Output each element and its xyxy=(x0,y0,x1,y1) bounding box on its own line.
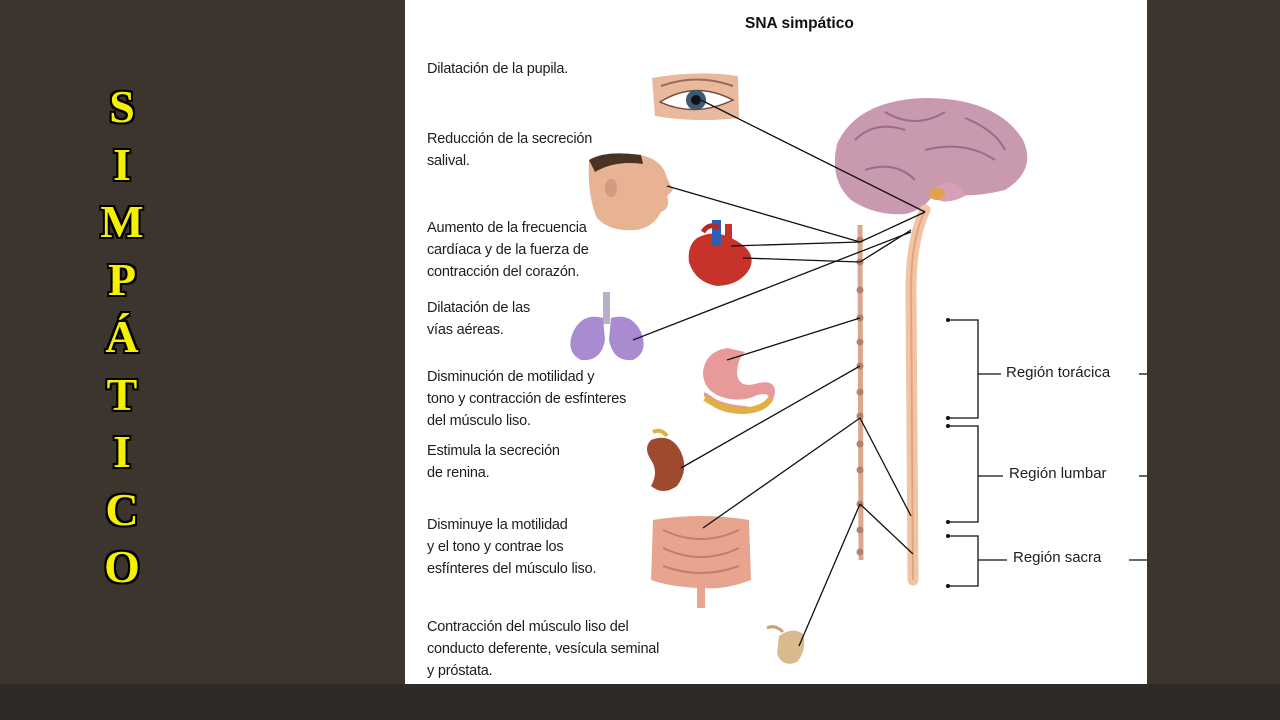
effect-label-heart: Aumento de la frecuencia cardíaca y de l… xyxy=(427,220,589,280)
ganglion-nodes xyxy=(856,236,864,556)
region-label-lumbar: Región lumbar xyxy=(1009,465,1107,482)
title-letter: S xyxy=(109,81,135,132)
title-letter: O xyxy=(104,541,140,592)
vertical-title: S I M P Á T I C O xyxy=(93,78,151,596)
intestine-icon xyxy=(651,516,751,608)
face-icon xyxy=(588,153,673,231)
region-label-sacral: Región sacra xyxy=(1013,549,1102,566)
region-brackets xyxy=(948,319,1147,587)
effect-label-pupil: Dilatación de la pupila. xyxy=(427,61,569,77)
diagram-title: SNA simpático xyxy=(745,15,854,32)
heart-icon xyxy=(688,220,752,286)
effect-label-saliva: Reducción de la secreción salival. xyxy=(427,131,593,169)
title-letter: I xyxy=(113,426,131,477)
effect-label-lungs: Dilatación de las vías aéreas. xyxy=(427,300,530,338)
effect-label-intestine: Disminuye la motilidad y el tono y contr… xyxy=(427,517,597,577)
title-letter: P xyxy=(107,253,137,305)
diagram-panel: SNA simpático Dilatación de la pupila. R… xyxy=(405,0,1147,684)
diagram-illustration xyxy=(570,73,1147,664)
title-letter: C xyxy=(105,483,139,535)
lungs-icon xyxy=(570,292,644,361)
bottom-bar xyxy=(0,684,1280,720)
title-letter: Á xyxy=(105,311,139,362)
title-letter: M xyxy=(100,196,144,247)
region-label-thoracic: Región torácica xyxy=(1006,364,1111,381)
effect-label-reproductive: Contracción del músculo liso del conduct… xyxy=(427,619,660,679)
title-letter: I xyxy=(113,138,131,190)
title-letter: T xyxy=(106,368,138,420)
brain-icon xyxy=(834,98,1028,215)
effect-label-stomach: Disminución de motilidad y tono y contra… xyxy=(427,369,627,429)
effect-label-kidney: Estimula la secreción de renina. xyxy=(427,443,560,481)
nerve-connections xyxy=(632,99,926,647)
kidney-icon xyxy=(647,428,685,491)
stomach-icon xyxy=(703,348,775,414)
prostate-icon xyxy=(766,625,805,664)
